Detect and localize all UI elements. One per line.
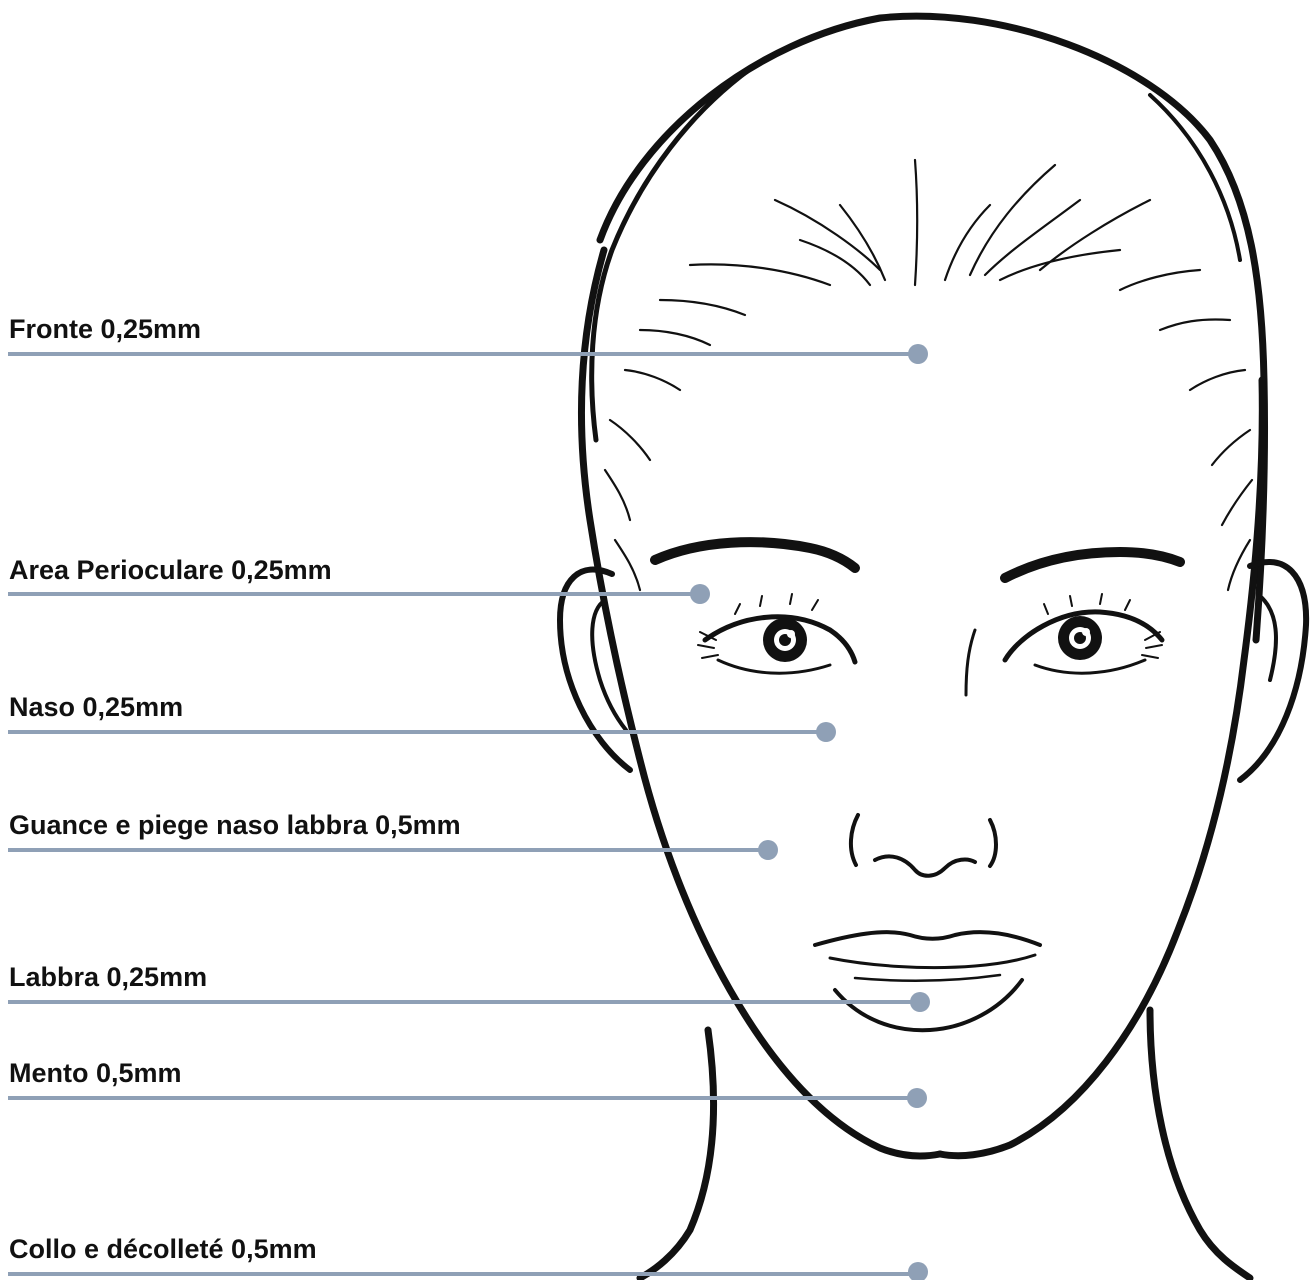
callout-guance [8,840,778,860]
callout-dot-naso [816,722,836,742]
callout-dot-mento [907,1088,927,1108]
callout-naso [8,722,836,742]
label-labbra: Labbra 0,25mm [9,962,207,992]
label-collo: Collo e décolleté 0,5mm [9,1234,317,1264]
label-mento: Mento 0,5mm [9,1058,182,1088]
label-fronte: Fronte 0,25mm [9,314,201,344]
callout-dot-guance [758,840,778,860]
callout-labbra [8,992,930,1012]
label-naso: Naso 0,25mm [9,692,183,722]
callout-mento [8,1088,927,1108]
callout-dot-labbra [910,992,930,1012]
callout-dot-fronte [908,344,928,364]
callout-dot-area-perioculare [690,584,710,604]
callout-fronte [8,344,928,364]
callout-dot-collo [908,1262,928,1280]
label-guance: Guance e piege naso labbra 0,5mm [9,810,461,840]
label-area-perioculare: Area Perioculare 0,25mm [9,555,332,585]
callout-area-perioculare [8,584,710,604]
callout-collo [8,1262,928,1280]
